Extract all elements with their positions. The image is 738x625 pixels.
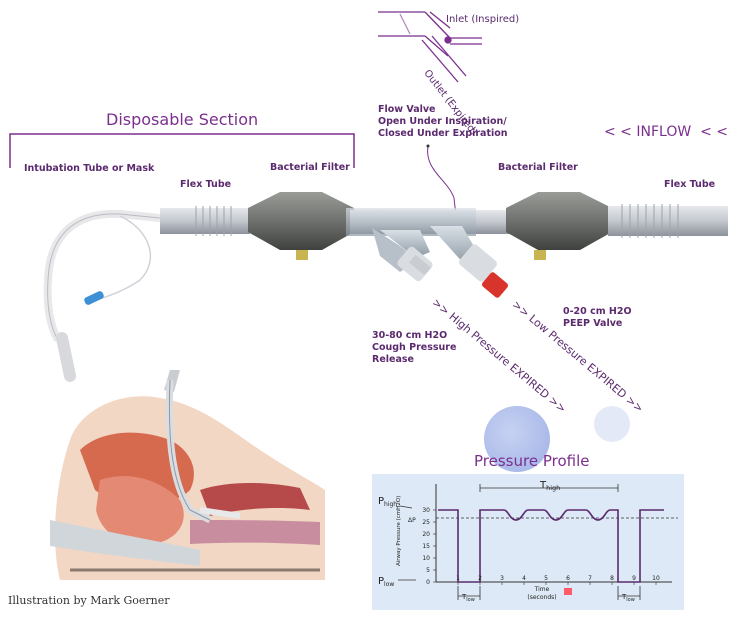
flow-valve-leader-line (426, 144, 457, 217)
pressure-profile-chart: Thigh Tlow Tlow Phigh Plow ΔP Airway Pre… (372, 474, 684, 610)
x-tick-label: 7 (588, 575, 592, 582)
t-low-label-1: Tlow (461, 593, 475, 603)
y-tick-label: 30 (422, 507, 430, 514)
peep-range-label: 0-20 cm H2O (563, 306, 632, 317)
x-axis-label-units: (seconds) (527, 594, 556, 601)
x-tick-label: 1 (456, 575, 460, 582)
flow-valve-label-2: Open Under Inspiration/ (378, 116, 507, 127)
t-low-label-2: Tlow (621, 593, 635, 603)
x-tick-label: 10 (652, 575, 660, 582)
pressure-profile-title: Pressure Profile (474, 452, 590, 470)
y-tick-label: 20 (422, 531, 430, 538)
airway-anatomy-illustration (50, 370, 326, 580)
breathing-circuit-illustration (43, 192, 728, 382)
red-marker (564, 588, 572, 595)
high-pressure-circle (484, 406, 550, 472)
x-tick-label: 5 (544, 575, 548, 582)
t-high-label: Thigh (539, 480, 560, 492)
valve-inset-diagram (378, 11, 482, 83)
delta-p-label: ΔP (408, 517, 416, 524)
bacterial-filter-right-label: Bacterial Filter (498, 162, 578, 173)
x-tick-labels: 1 2 3 4 5 6 7 8 9 10 (456, 575, 660, 585)
flex-tube-left-label: Flex Tube (180, 179, 232, 190)
x-tick-label: 8 (610, 575, 614, 582)
x-tick-label: 3 (500, 575, 504, 582)
flex-tube-right-label: Flex Tube (664, 179, 716, 190)
illustration-credit: Illustration by Mark Goerner (8, 594, 170, 607)
disposable-section-bracket (9, 133, 355, 168)
y-tick-labels: 0 5 10 15 20 25 30 (422, 507, 436, 586)
p-low-label: Plow (378, 576, 394, 588)
flow-valve-label-1: Flow Valve (378, 104, 436, 115)
flow-valve-label-3: Closed Under Expiration (378, 128, 508, 139)
x-axis-label: Time (534, 586, 550, 593)
x-tick-label: 6 (566, 575, 570, 582)
intubation-tube-label: Intubation Tube or Mask (24, 163, 155, 174)
cough-release-label: Release (372, 354, 414, 365)
y-tick-label: 25 (422, 519, 430, 526)
cough-pressure-label: Cough Pressure (372, 342, 457, 353)
low-pressure-circle (594, 406, 630, 442)
valve-inlet-label: Inlet (Inspired) (446, 14, 520, 25)
p-high-label: Phigh (378, 496, 397, 508)
y-tick-label: 0 (426, 579, 430, 586)
cough-range-label: 30-80 cm H2O (372, 330, 448, 341)
inflow-label: < < INFLOW < < (604, 124, 728, 140)
x-tick-label: 9 (632, 575, 636, 582)
disposable-section-title: Disposable Section (106, 110, 259, 129)
y-tick-label: 10 (422, 555, 430, 562)
bacterial-filter-left-label: Bacterial Filter (270, 162, 350, 173)
y-tick-label: 15 (422, 543, 430, 550)
x-tick-label: 4 (522, 575, 526, 582)
peep-valve-label: PEEP Valve (563, 318, 623, 329)
y-axis-label: Airway Pressure (cmH2O) (396, 496, 402, 566)
chart-background (372, 474, 684, 610)
x-tick-label: 2 (478, 575, 482, 582)
pressure-trace (438, 509, 664, 583)
y-tick-label: 5 (426, 567, 430, 574)
